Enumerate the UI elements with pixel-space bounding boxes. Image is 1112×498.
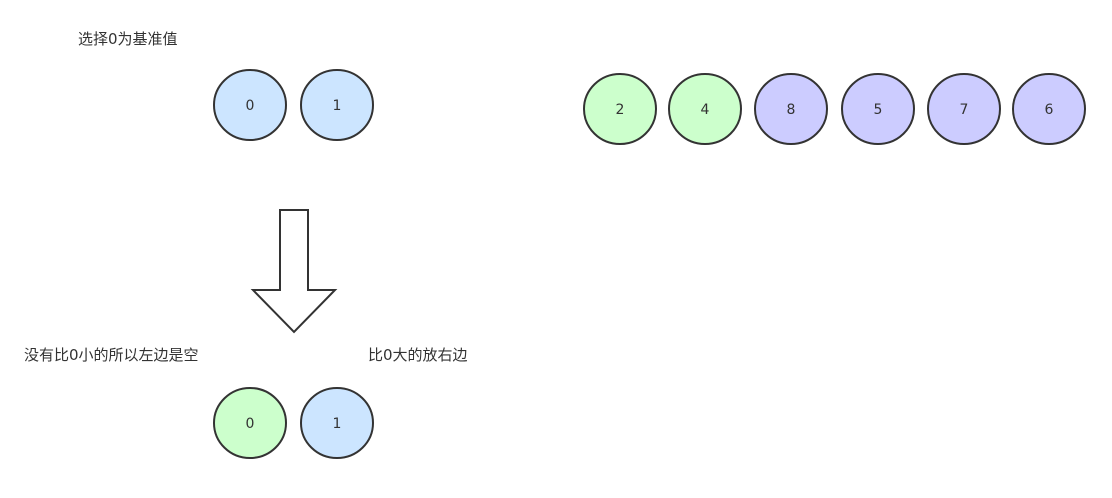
node-circle: [841, 73, 915, 145]
node-value: 1: [333, 416, 342, 432]
node-value: 8: [787, 102, 796, 118]
node-top-left-0: 0: [213, 69, 287, 141]
node-top-right-4: 7: [927, 73, 1001, 145]
node-circle: [1012, 73, 1086, 145]
node-circle: [213, 387, 287, 459]
node-value: 2: [616, 102, 625, 118]
node-top-right-5: 6: [1012, 73, 1086, 145]
node-value: 0: [246, 416, 255, 432]
node-top-right-3: 5: [841, 73, 915, 145]
node-circle: [213, 69, 287, 141]
down-arrow-icon: [250, 209, 338, 334]
node-circle: [583, 73, 657, 145]
node-value: 1: [333, 98, 342, 114]
node-value: 6: [1045, 102, 1054, 118]
node-circle: [927, 73, 1001, 145]
node-value: 4: [701, 102, 710, 118]
node-top-right-0: 2: [583, 73, 657, 145]
node-circle: [300, 387, 374, 459]
right-bigger-label: 比0大的放右边: [368, 346, 468, 364]
node-circle: [300, 69, 374, 141]
node-value: 5: [874, 102, 883, 118]
node-top-left-1: 1: [300, 69, 374, 141]
node-circle: [754, 73, 828, 145]
pivot-title: 选择0为基准值: [78, 30, 178, 48]
node-value: 7: [960, 102, 969, 118]
node-top-right-2: 8: [754, 73, 828, 145]
node-circle: [668, 73, 742, 145]
node-top-right-1: 4: [668, 73, 742, 145]
node-bottom-1: 1: [300, 387, 374, 459]
node-bottom-0: 0: [213, 387, 287, 459]
node-value: 0: [246, 98, 255, 114]
left-empty-label: 没有比0小的所以左边是空: [24, 346, 199, 364]
